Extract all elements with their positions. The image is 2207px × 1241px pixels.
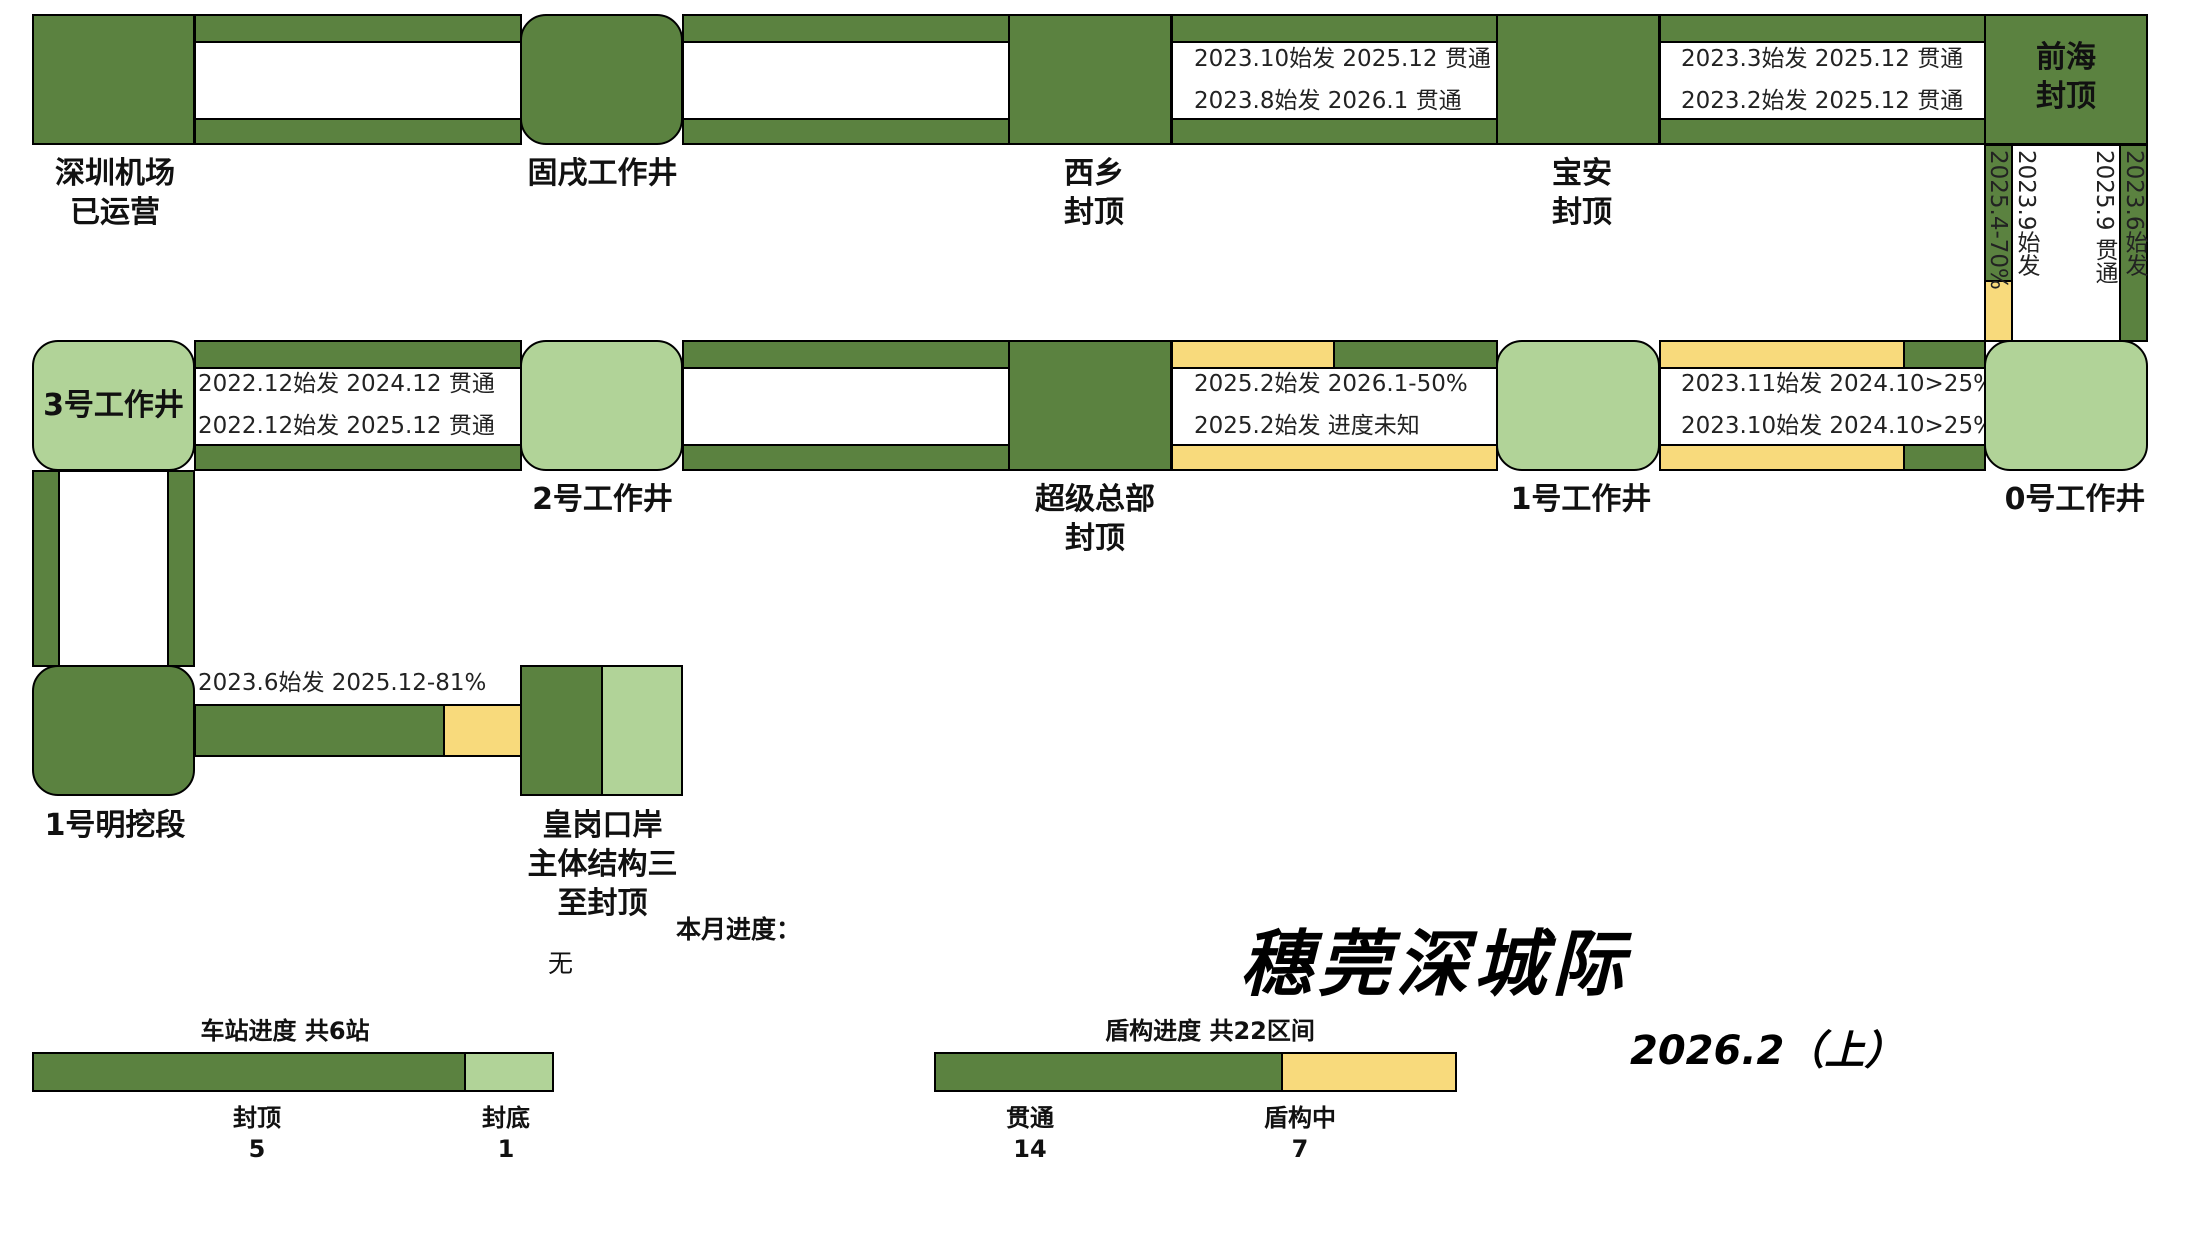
station-huanggang-label: 皇岗口岸 主体结构三 至封顶	[527, 808, 678, 921]
tunnel-ws3-ws2-top	[194, 340, 522, 369]
progress-ws1-ws0-2: 2023.10始发 2024.10>25%	[1681, 413, 1995, 439]
tunnel-ws2-hq-mid	[682, 367, 1010, 446]
tunnel-xixiang-baoan-bottom	[1171, 118, 1498, 145]
station-ws0-label: 0号工作井	[2004, 482, 2146, 517]
station-ws1-label: 1号工作井	[1510, 482, 1652, 517]
legend-station-segment-1	[463, 1052, 554, 1092]
legend-station-title: 车站进度 共6站	[200, 1017, 370, 1045]
station-baoan-block	[1496, 14, 1660, 145]
station-xixiang-block	[1008, 14, 1172, 145]
legend-station-count-0: 5	[248, 1135, 266, 1163]
legend-station-label-1: 封底	[482, 1104, 530, 1132]
tunnel-ws3-cut1-mid	[58, 470, 169, 667]
tunnel-guxu-xixiang-mid	[682, 41, 1010, 120]
legend-shield-count-1: 7	[1291, 1135, 1309, 1163]
tunnel-hq-ws1-bottom-boring	[1171, 444, 1498, 471]
monthly-progress-label: 本月进度：	[676, 915, 802, 944]
tunnel-hq-ws1-mid	[1171, 367, 1498, 446]
tunnel-guxu-xixiang-bottom	[682, 118, 1010, 145]
legend-shield-title: 盾构进度 共22区间	[1105, 1017, 1315, 1045]
station-airport-label: 深圳机场 已运营	[55, 156, 175, 230]
tunnel-qianhai-ws0-right	[2119, 144, 2148, 342]
station-huanggang-bottom	[601, 665, 683, 796]
legend-shield-bar	[934, 1052, 1457, 1092]
station-xixiang-label: 西乡 封顶	[1064, 156, 1124, 230]
station-huanggang-done	[520, 665, 603, 796]
tunnel-hq-ws1-top-done	[1333, 340, 1498, 369]
legend-shield-count-0: 14	[1013, 1135, 1047, 1163]
tunnel-ws1-ws0-top-done	[1903, 340, 1986, 369]
tunnel-ws3-ws2-bottom	[194, 444, 522, 471]
legend-station-segment-0	[32, 1052, 466, 1092]
progress-qianhai-ws0-a: 2025.4-70%	[1985, 150, 2011, 290]
progress-baoan-qianhai-1: 2023.3始发 2025.12 贯通	[1681, 46, 1964, 72]
station-ws1-block	[1496, 340, 1660, 471]
progress-qianhai-ws0-c: 2025.9 贯通	[2091, 150, 2117, 284]
progress-cut1-huanggang: 2023.6始发 2025.12-81%	[198, 670, 487, 696]
station-cut1-block	[32, 665, 195, 796]
legend-shield-label-1: 盾构中	[1264, 1104, 1336, 1132]
tunnel-cut1-huanggang-done	[194, 704, 445, 757]
tunnel-ws1-ws0-top-boring	[1659, 340, 1905, 369]
station-ws3-block	[32, 340, 195, 471]
tunnel-baoan-qianhai-mid	[1659, 41, 1986, 120]
station-hq-block	[1008, 340, 1172, 471]
station-cut1-label: 1号明挖段	[44, 808, 186, 843]
station-baoan-label: 宝安 封顶	[1552, 156, 1612, 230]
tunnel-xixiang-baoan-mid	[1171, 41, 1498, 120]
tunnel-airport-guxu-bottom	[194, 118, 522, 145]
tunnel-ws3-cut1-left	[32, 470, 60, 667]
tunnel-baoan-qianhai-top	[1659, 14, 1986, 43]
progress-baoan-qianhai-2: 2023.2始发 2025.12 贯通	[1681, 88, 1964, 114]
station-ws2-label: 2号工作井	[532, 482, 673, 517]
tunnel-airport-guxu-top	[194, 14, 522, 43]
tunnel-airport-guxu-mid	[194, 41, 522, 120]
progress-xixiang-baoan-1: 2023.10始发 2025.12 贯通	[1194, 46, 1491, 72]
station-airport-block	[32, 14, 195, 145]
tunnel-guxu-xixiang-top	[682, 14, 1010, 43]
legend-shield-segment-1	[1280, 1052, 1457, 1092]
station-ws3-label: 3号工作井	[43, 388, 184, 423]
legend-shield-segment-0	[934, 1052, 1283, 1092]
progress-xixiang-baoan-2: 2023.8始发 2026.1 贯通	[1194, 88, 1462, 114]
station-qianhai-label: 前海 封顶	[2036, 40, 2096, 114]
progress-ws1-ws0-1: 2023.11始发 2024.10>25%	[1681, 371, 1995, 397]
progress-ws3-ws2-2: 2022.12始发 2025.12 贯通	[198, 413, 495, 439]
station-hq-label: 超级总部 封顶	[1035, 482, 1155, 556]
page-title: 穗莞深城际	[1239, 921, 1630, 1006]
monthly-progress-value: 无	[548, 949, 574, 978]
report-date: 2026.2（上）	[1630, 1028, 1905, 1074]
tunnel-qianhai-ws0-mid	[2011, 144, 2121, 342]
tunnel-hq-ws1-top-boring	[1171, 340, 1335, 369]
progress-ws3-ws2-1: 2022.12始发 2024.12 贯通	[198, 371, 495, 397]
tunnel-ws2-hq-bottom	[682, 444, 1010, 471]
tunnel-ws3-ws2-mid	[194, 367, 522, 446]
tunnel-cut1-huanggang-boring	[443, 704, 522, 757]
progress-hq-ws1-2: 2025.2始发 进度未知	[1194, 413, 1420, 439]
tunnel-ws1-ws0-bottom-boring	[1659, 444, 1905, 471]
progress-qianhai-ws0-b: 2023.9始发	[2013, 150, 2039, 277]
tunnel-xixiang-baoan-top	[1171, 14, 1498, 43]
progress-hq-ws1-1: 2025.2始发 2026.1-50%	[1194, 371, 1468, 397]
station-ws0-block	[1984, 340, 2148, 471]
tunnel-ws1-ws0-bottom-done	[1903, 444, 1986, 471]
legend-station-bar	[32, 1052, 554, 1092]
tunnel-ws3-cut1-right	[167, 470, 195, 667]
station-guxu-label: 固戌工作井	[527, 156, 678, 191]
station-guxu-block	[520, 14, 683, 145]
tunnel-ws2-hq-top	[682, 340, 1010, 369]
station-ws2-block	[520, 340, 683, 471]
legend-station-count-1: 1	[497, 1135, 515, 1163]
legend-shield-label-0: 贯通	[1006, 1104, 1054, 1132]
tunnel-qianhai-ws0-left-boring	[1984, 280, 2013, 342]
progress-qianhai-ws0-d: 2023.6始发	[2121, 150, 2147, 277]
legend-station-label-0: 封顶	[233, 1104, 281, 1132]
tunnel-baoan-qianhai-bottom	[1659, 118, 1986, 145]
